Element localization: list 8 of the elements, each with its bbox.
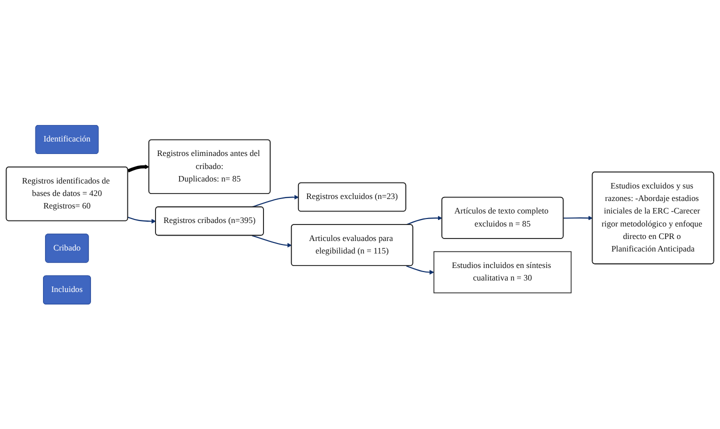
arrow [406,216,442,226]
arrow [252,194,299,208]
node-box: Estudios incluidos en síntesis cualitativa n = 30 [434,251,572,294]
arrow [564,216,593,220]
arrow [406,265,434,274]
arrow [128,216,156,224]
arrow [252,234,292,248]
arrow [127,164,150,172]
